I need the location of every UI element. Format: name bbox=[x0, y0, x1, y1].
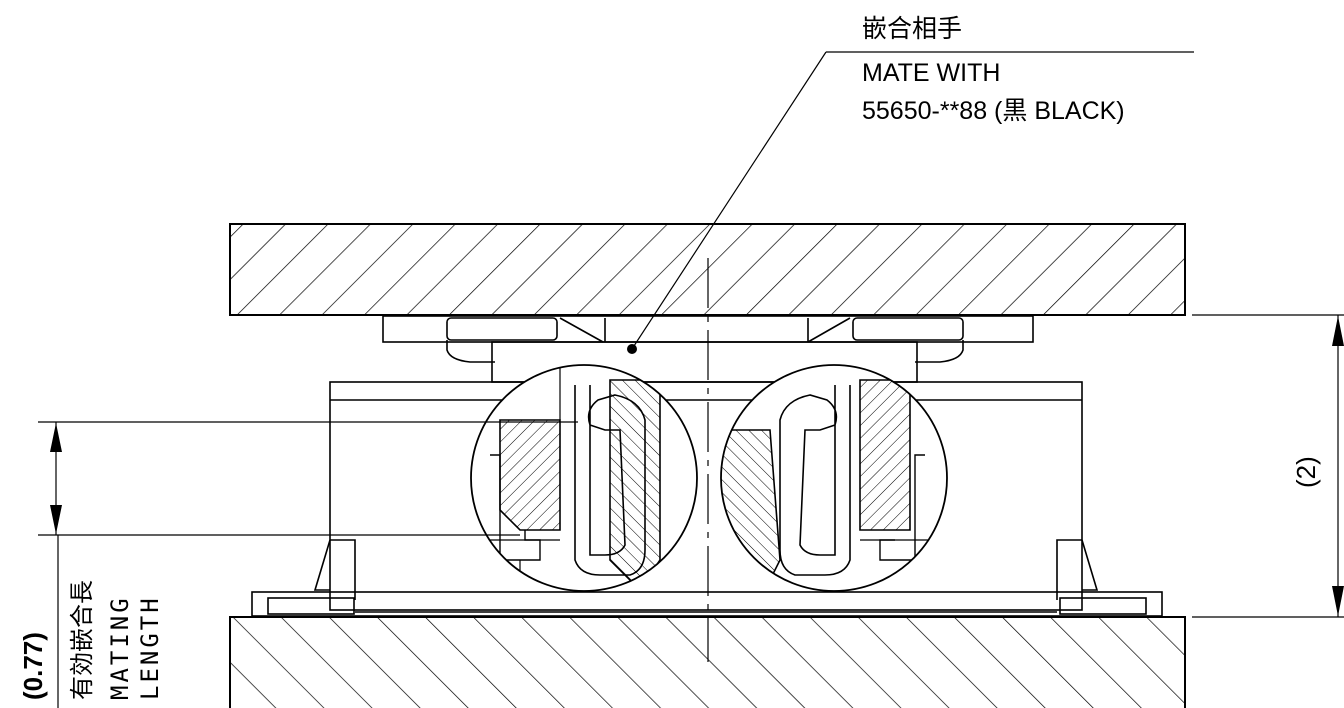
mating-length-dimension-lines bbox=[38, 421, 578, 708]
receptacle-housing bbox=[251, 381, 1163, 617]
mating-length-label-jp: 有効嵌合長 bbox=[69, 580, 96, 700]
callout-mate-with: MATE WITH bbox=[862, 59, 1001, 87]
callout-leader bbox=[627, 51, 1194, 354]
callout-part-number: 55650-**88 (黒 BLACK) bbox=[862, 97, 1125, 125]
mating-length-label-en-1: MATING bbox=[106, 595, 134, 700]
contact-detail-right bbox=[720, 364, 948, 592]
height-dimension-label: (2) bbox=[1291, 456, 1321, 488]
mating-length-label-en-2: LENGTH bbox=[136, 595, 164, 700]
contact-detail-left bbox=[470, 364, 698, 592]
height-dimension-lines bbox=[1192, 314, 1344, 618]
mating-plug-outline bbox=[382, 315, 1034, 383]
mating-length-value: (0.77) bbox=[18, 632, 48, 700]
callout-title-jp: 嵌合相手 bbox=[862, 15, 963, 43]
